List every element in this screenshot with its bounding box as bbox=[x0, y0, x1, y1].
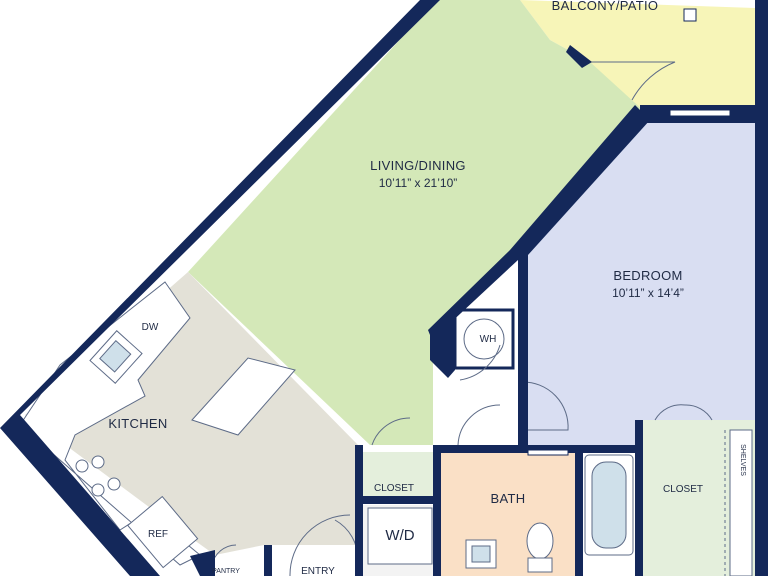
kitchen-sink-basin bbox=[99, 340, 132, 373]
toilet-tank bbox=[527, 557, 553, 573]
bath-label: BATH bbox=[491, 491, 526, 506]
stove bbox=[75, 455, 121, 497]
wall-wh-closet bbox=[430, 310, 455, 378]
entry-door-swing bbox=[289, 514, 351, 576]
wall-entry bbox=[264, 545, 272, 576]
bath-sink-basin bbox=[471, 545, 491, 563]
wall-bath-top bbox=[433, 445, 643, 453]
wall-closet-left bbox=[635, 420, 643, 576]
hall-closet-door-swing bbox=[371, 417, 411, 446]
refrigerator-label: REF bbox=[148, 529, 168, 540]
exterior-wall-east bbox=[755, 0, 768, 576]
wall-bath-right bbox=[575, 445, 583, 576]
balcony-window bbox=[669, 109, 731, 117]
bedroom-door-swing bbox=[521, 381, 569, 431]
wh-closet-door-swing bbox=[459, 344, 501, 381]
water-heater bbox=[463, 318, 505, 360]
kitchen-island bbox=[191, 357, 296, 436]
hall-closet-area bbox=[363, 452, 433, 496]
bedroom-area bbox=[525, 120, 755, 445]
hall-closet-label: CLOSET bbox=[374, 483, 414, 494]
wall-balcony-living bbox=[566, 45, 592, 68]
balcony-door-swing bbox=[590, 61, 676, 101]
refrigerator bbox=[127, 495, 199, 569]
kitchen-label: KITCHEN bbox=[108, 416, 167, 431]
living-dining-area bbox=[188, 0, 645, 445]
closet-shelves bbox=[729, 429, 753, 576]
bedroom-dims: 10’11” x 14’4” bbox=[612, 286, 684, 300]
toilet bbox=[526, 522, 554, 560]
wall-living-bedroom bbox=[428, 105, 650, 445]
washer-dryer-label: W/D bbox=[385, 527, 414, 544]
bath-area bbox=[440, 452, 576, 576]
shelves-label: SHELVES bbox=[739, 444, 746, 476]
pantry-label: PANTRY bbox=[212, 568, 240, 575]
wall-bath-left bbox=[433, 445, 441, 576]
bedroom-closet-label: CLOSET bbox=[663, 484, 703, 495]
balcony-label: BALCONY/PATIO bbox=[552, 0, 659, 13]
bath-door-swing bbox=[457, 404, 501, 446]
wall-hall-closet-bottom bbox=[355, 496, 440, 504]
balcony-corner-post bbox=[683, 8, 697, 22]
wall-hall-closet-left bbox=[355, 445, 363, 576]
dishwasher-label: DW bbox=[142, 322, 159, 333]
wall-pantry bbox=[190, 550, 215, 576]
bedroom-label: BEDROOM bbox=[613, 268, 682, 283]
entry-label: ENTRY bbox=[301, 566, 335, 576]
living-label: LIVING/DINING bbox=[370, 158, 466, 173]
water-heater-label: WH bbox=[480, 334, 497, 345]
washer-dryer bbox=[367, 507, 433, 565]
bath-window bbox=[527, 449, 569, 456]
bed-closet-door-swing bbox=[654, 404, 713, 421]
living-dims: 10’11” x 21’10” bbox=[379, 176, 458, 190]
bathtub-basin bbox=[591, 461, 627, 549]
balcony-area bbox=[520, 0, 755, 108]
